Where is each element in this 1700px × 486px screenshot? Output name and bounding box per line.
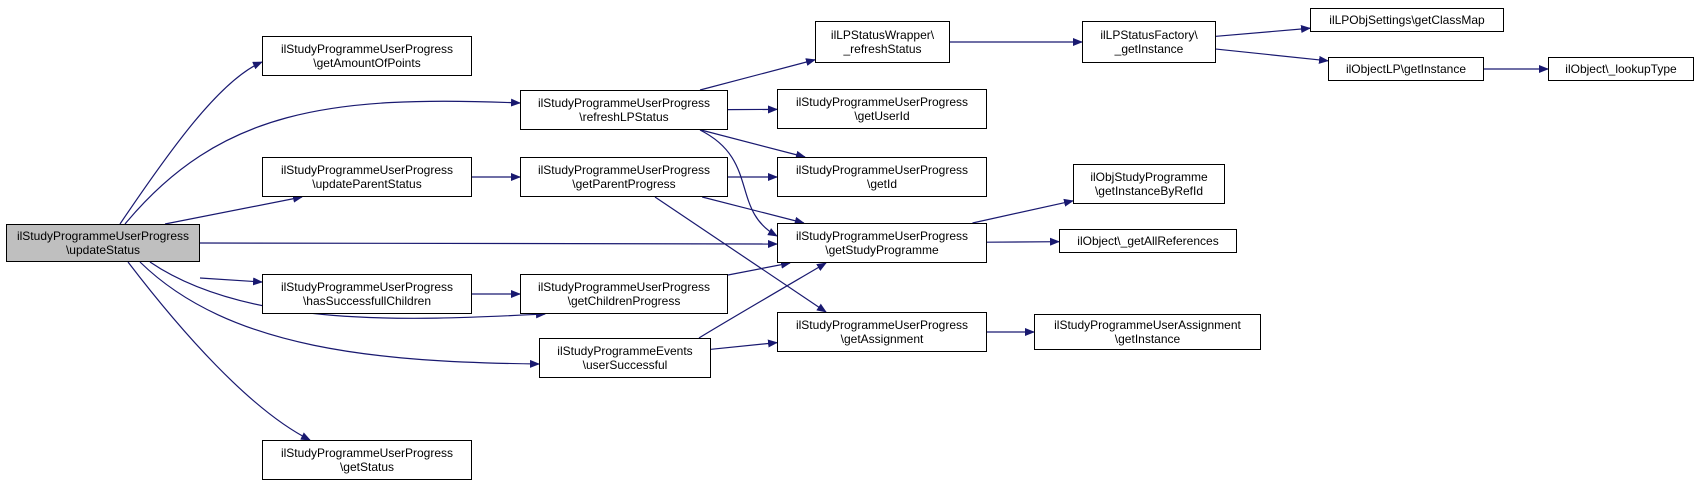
node-label-line1: ilStudyProgrammeUserProgress bbox=[537, 280, 711, 294]
edge-root-to-updparent bbox=[164, 194, 303, 225]
node-label-line2: \getChildrenProgress bbox=[567, 294, 681, 308]
edge-lpfactory-to-objectlp bbox=[1215, 48, 1329, 64]
node-object-getallreferences[interactable]: ilObject\_getAllReferences bbox=[1059, 229, 1237, 253]
node-label-line2: _refreshStatus bbox=[843, 42, 922, 56]
node-updateparentstatus[interactable]: ilStudyProgrammeUserProgress \updatePare… bbox=[262, 157, 472, 197]
node-getparentprogress[interactable]: ilStudyProgrammeUserProgress \getParentP… bbox=[520, 157, 728, 197]
node-label-line2: \getUserId bbox=[854, 109, 910, 123]
node-label-line1: ilStudyProgrammeUserProgress bbox=[795, 95, 969, 109]
edge-getparent-to-getassign bbox=[654, 196, 827, 313]
node-object-lookuptype[interactable]: ilObject\_lookupType bbox=[1548, 57, 1694, 81]
node-getchildrenprogress[interactable]: ilStudyProgrammeUserProgress \getChildre… bbox=[520, 274, 728, 314]
node-label-line2: _getInstance bbox=[1114, 42, 1184, 56]
node-label-line1: ilLPStatusFactory\ bbox=[1100, 28, 1198, 42]
node-label-line2: \getStatus bbox=[339, 460, 395, 474]
node-label-line2: \getInstanceByRefId bbox=[1094, 184, 1204, 198]
node-label-line2: \getParentProgress bbox=[572, 177, 676, 191]
node-userassignment-getinstance[interactable]: ilStudyProgrammeUserAssignment \getInsta… bbox=[1034, 314, 1261, 350]
edge-root-to-usersucc bbox=[139, 261, 540, 368]
node-label-line1: ilStudyProgrammeUserProgress bbox=[280, 42, 454, 56]
node-label-line1: ilStudyProgrammeUserProgress bbox=[280, 280, 454, 294]
edge-getsp-to-allrefs bbox=[986, 237, 1060, 246]
node-label-line2: \getInstance bbox=[1114, 332, 1181, 346]
node-getid[interactable]: ilStudyProgrammeUserProgress \getId bbox=[777, 157, 987, 197]
node-label-line1: ilStudyProgrammeUserAssignment bbox=[1054, 318, 1241, 332]
node-label-line2: \getAssignment bbox=[840, 332, 924, 346]
edge-getparent-to-getsp bbox=[702, 196, 805, 225]
node-lpstatusfactory-getinstance[interactable]: ilLPStatusFactory\ _getInstance bbox=[1082, 21, 1216, 63]
node-label-line1: ilObject\_getAllReferences bbox=[1077, 234, 1219, 248]
node-label-line2: \updateStatus bbox=[65, 243, 141, 257]
node-label-line1: ilStudyProgrammeUserProgress bbox=[795, 163, 969, 177]
edge-usersucc-to-getassign bbox=[710, 339, 778, 350]
node-label-line1: ilStudyProgrammeUserProgress bbox=[280, 446, 454, 460]
node-label-line1: ilStudyProgrammeUserProgress bbox=[795, 229, 969, 243]
node-getstatus[interactable]: ilStudyProgrammeUserProgress \getStatus bbox=[262, 440, 472, 480]
node-objectlp-getinstance[interactable]: ilObjectLP\getInstance bbox=[1328, 57, 1484, 81]
node-label-line2: \updateParentStatus bbox=[312, 177, 422, 191]
node-label-line1: ilStudyProgrammeUserProgress bbox=[795, 318, 969, 332]
node-getuserid[interactable]: ilStudyProgrammeUserProgress \getUserId bbox=[777, 89, 987, 129]
node-hassuccessfullchildren[interactable]: ilStudyProgrammeUserProgress \hasSuccess… bbox=[262, 274, 472, 314]
node-label-line1: ilStudyProgrammeUserProgress bbox=[537, 163, 711, 177]
node-label-line1: ilStudyProgrammeUserProgress bbox=[537, 96, 711, 110]
edge-refresh-to-lpwrap bbox=[699, 58, 816, 91]
edge-root-to-getsp bbox=[199, 239, 778, 248]
node-objstudyprogramme-getinstancebyrefid[interactable]: ilObjStudyProgramme \getInstanceByRefId bbox=[1073, 164, 1225, 204]
edge-root-to-hassucc bbox=[199, 277, 263, 286]
node-lpstatuswrapper-refreshstatus[interactable]: ilLPStatusWrapper\ _refreshStatus bbox=[815, 21, 950, 63]
node-label-line1: ilObjStudyProgramme bbox=[1090, 170, 1208, 184]
node-label-line2: \getAmountOfPoints bbox=[313, 56, 421, 70]
node-label-line1: ilStudyProgrammeEvents bbox=[557, 344, 693, 358]
edge-root-to-amount bbox=[119, 61, 263, 225]
edge-getchildren-to-getsp bbox=[727, 260, 791, 276]
node-label-line2: \getId bbox=[866, 177, 898, 191]
node-lpobjsettings-getclassmap[interactable]: ilLPObjSettings\getClassMap bbox=[1310, 8, 1504, 32]
node-label-line1: ilStudyProgrammeUserProgress bbox=[280, 163, 454, 177]
edge-root-to-refresh bbox=[124, 98, 521, 225]
node-label-line1: ilObjectLP\getInstance bbox=[1345, 62, 1467, 76]
edge-root-to-getstatus bbox=[127, 261, 311, 441]
node-label-line2: \hasSuccessfullChildren bbox=[302, 294, 432, 308]
node-label-line1: ilLPObjSettings\getClassMap bbox=[1329, 13, 1485, 27]
node-label-line2: \refreshLPStatus bbox=[579, 110, 669, 124]
edge-lpfactory-to-classmap bbox=[1215, 25, 1311, 37]
node-getamountofpoints[interactable]: ilStudyProgrammeUserProgress \getAmountO… bbox=[262, 36, 472, 76]
node-usersuccessful[interactable]: ilStudyProgrammeEvents \userSuccessful bbox=[539, 338, 711, 378]
node-updatestatus-root: ilStudyProgrammeUserProgress \updateStat… bbox=[6, 224, 200, 262]
node-label-line1: ilLPStatusWrapper\ bbox=[830, 28, 935, 42]
node-label-line2: \userSuccessful bbox=[582, 358, 668, 372]
node-label-line2: \getStudyProgramme bbox=[825, 243, 939, 257]
edge-root-to-getchildren bbox=[149, 261, 546, 319]
edge-usersucc-to-getsp bbox=[698, 262, 827, 339]
node-label-line1: ilStudyProgrammeUserProgress bbox=[16, 229, 190, 243]
node-label-line1: ilObject\_lookupType bbox=[1565, 62, 1677, 76]
node-getassignment[interactable]: ilStudyProgrammeUserProgress \getAssignm… bbox=[777, 312, 987, 352]
node-refreshlpstatus[interactable]: ilStudyProgrammeUserProgress \refreshLPS… bbox=[520, 90, 728, 130]
edge-refresh-to-getid bbox=[700, 129, 806, 159]
edge-getsp-to-objsp bbox=[972, 198, 1074, 224]
node-getstudyprogramme[interactable]: ilStudyProgrammeUserProgress \getStudyPr… bbox=[777, 223, 987, 263]
edge-refresh-to-getsp bbox=[699, 129, 778, 237]
